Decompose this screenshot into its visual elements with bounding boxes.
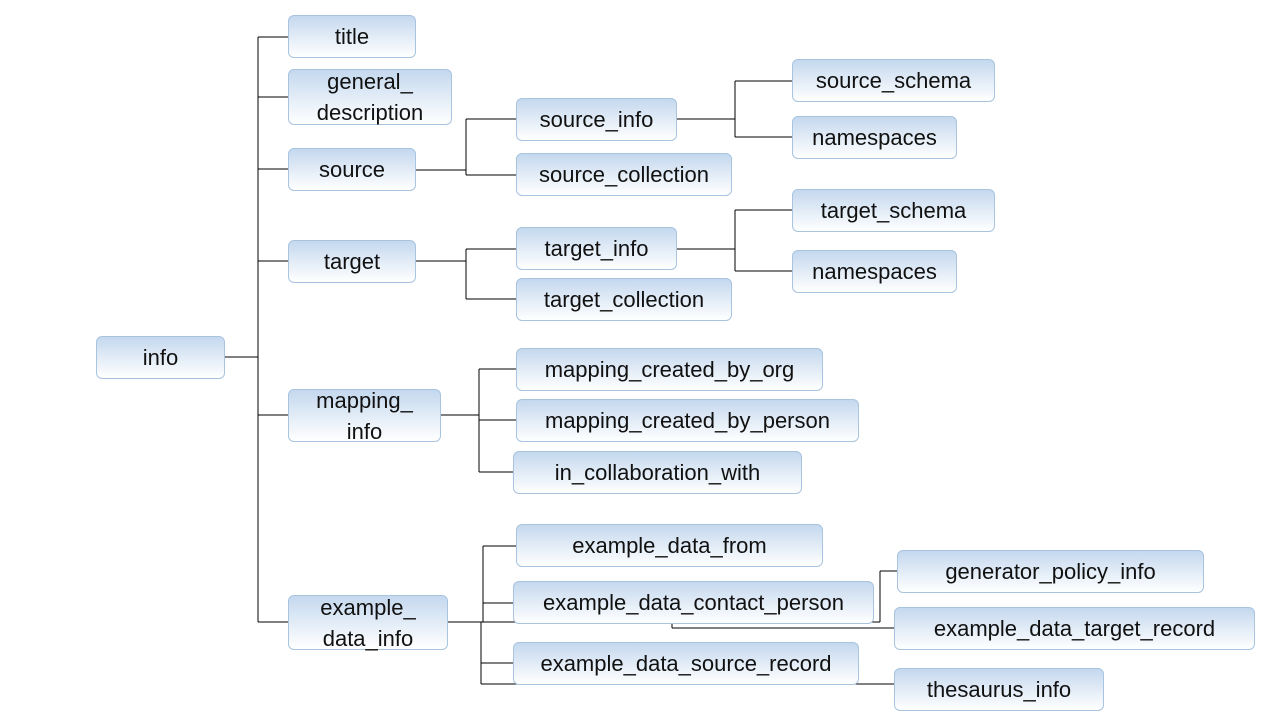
node-in-collaboration-with-label: in_collaboration_with	[554, 460, 761, 485]
node-example-data-contact-person-label: example_data_contact_person	[543, 590, 844, 615]
node-mapping-created-by-org: mapping_created_by_org	[516, 348, 823, 391]
node-target-label: target	[323, 249, 381, 274]
node-title-label: title	[334, 24, 370, 49]
node-target-namespaces-label: namespaces	[812, 259, 937, 284]
node-info-label: info	[142, 345, 179, 370]
node-thesaurus-info-label: thesaurus_info	[926, 677, 1072, 702]
node-target-schema-label: target_schema	[820, 198, 967, 223]
node-source: source	[288, 148, 416, 191]
node-source-collection: source_collection	[516, 153, 732, 196]
node-example-data-info-line1: example_	[320, 594, 416, 620]
node-source-info: source_info	[516, 98, 677, 141]
node-mapping-created-by-person-label: mapping_created_by_person	[545, 408, 830, 433]
node-target-info-label: target_info	[544, 236, 649, 261]
node-mapping-created-by-org-label: mapping_created_by_org	[544, 357, 795, 382]
node-target-namespaces: namespaces	[792, 250, 957, 293]
node-example-data-from-label: example_data_from	[572, 533, 767, 558]
node-example-data-target-record: example_data_target_record	[894, 607, 1255, 650]
node-example-data-contact-person: example_data_contact_person	[513, 581, 874, 624]
node-generator-policy-info-label: generator_policy_info	[945, 559, 1156, 584]
node-general-description-line2: description	[316, 100, 424, 125]
node-general-description: general_ description	[288, 69, 452, 125]
node-target-schema: target_schema	[792, 189, 995, 232]
node-thesaurus-info: thesaurus_info	[894, 668, 1104, 711]
node-example-data-from: example_data_from	[516, 524, 823, 567]
node-in-collaboration-with: in_collaboration_with	[513, 451, 802, 494]
node-example-data-info-line2: data_info	[322, 625, 414, 651]
node-mapping-created-by-person: mapping_created_by_person	[516, 399, 859, 442]
node-source-collection-label: source_collection	[539, 162, 709, 187]
node-source-namespaces: namespaces	[792, 116, 957, 159]
node-generator-policy-info: generator_policy_info	[897, 550, 1204, 593]
node-source-schema-label: source_schema	[815, 68, 972, 93]
node-mapping-info-line2: info	[346, 418, 383, 444]
node-target-info: target_info	[516, 227, 677, 270]
node-mapping-info-line1: mapping_	[316, 387, 413, 413]
node-source-label: source	[318, 157, 386, 182]
node-source-info-label: source_info	[539, 107, 654, 132]
node-target-collection: target_collection	[516, 278, 732, 321]
node-example-data-target-record-label: example_data_target_record	[933, 616, 1216, 641]
node-general-description-line1: general_	[327, 69, 413, 94]
node-info: info	[96, 336, 225, 379]
node-title: title	[288, 15, 416, 58]
node-mapping-info: mapping_ info	[288, 388, 441, 444]
node-source-namespaces-label: namespaces	[812, 125, 937, 150]
node-example-data-info: example_ data_info	[288, 594, 448, 651]
node-example-data-source-record: example_data_source_record	[513, 642, 859, 685]
node-target: target	[288, 240, 416, 283]
node-source-schema: source_schema	[792, 59, 995, 102]
node-target-collection-label: target_collection	[543, 287, 705, 312]
node-example-data-source-record-label: example_data_source_record	[540, 651, 832, 676]
